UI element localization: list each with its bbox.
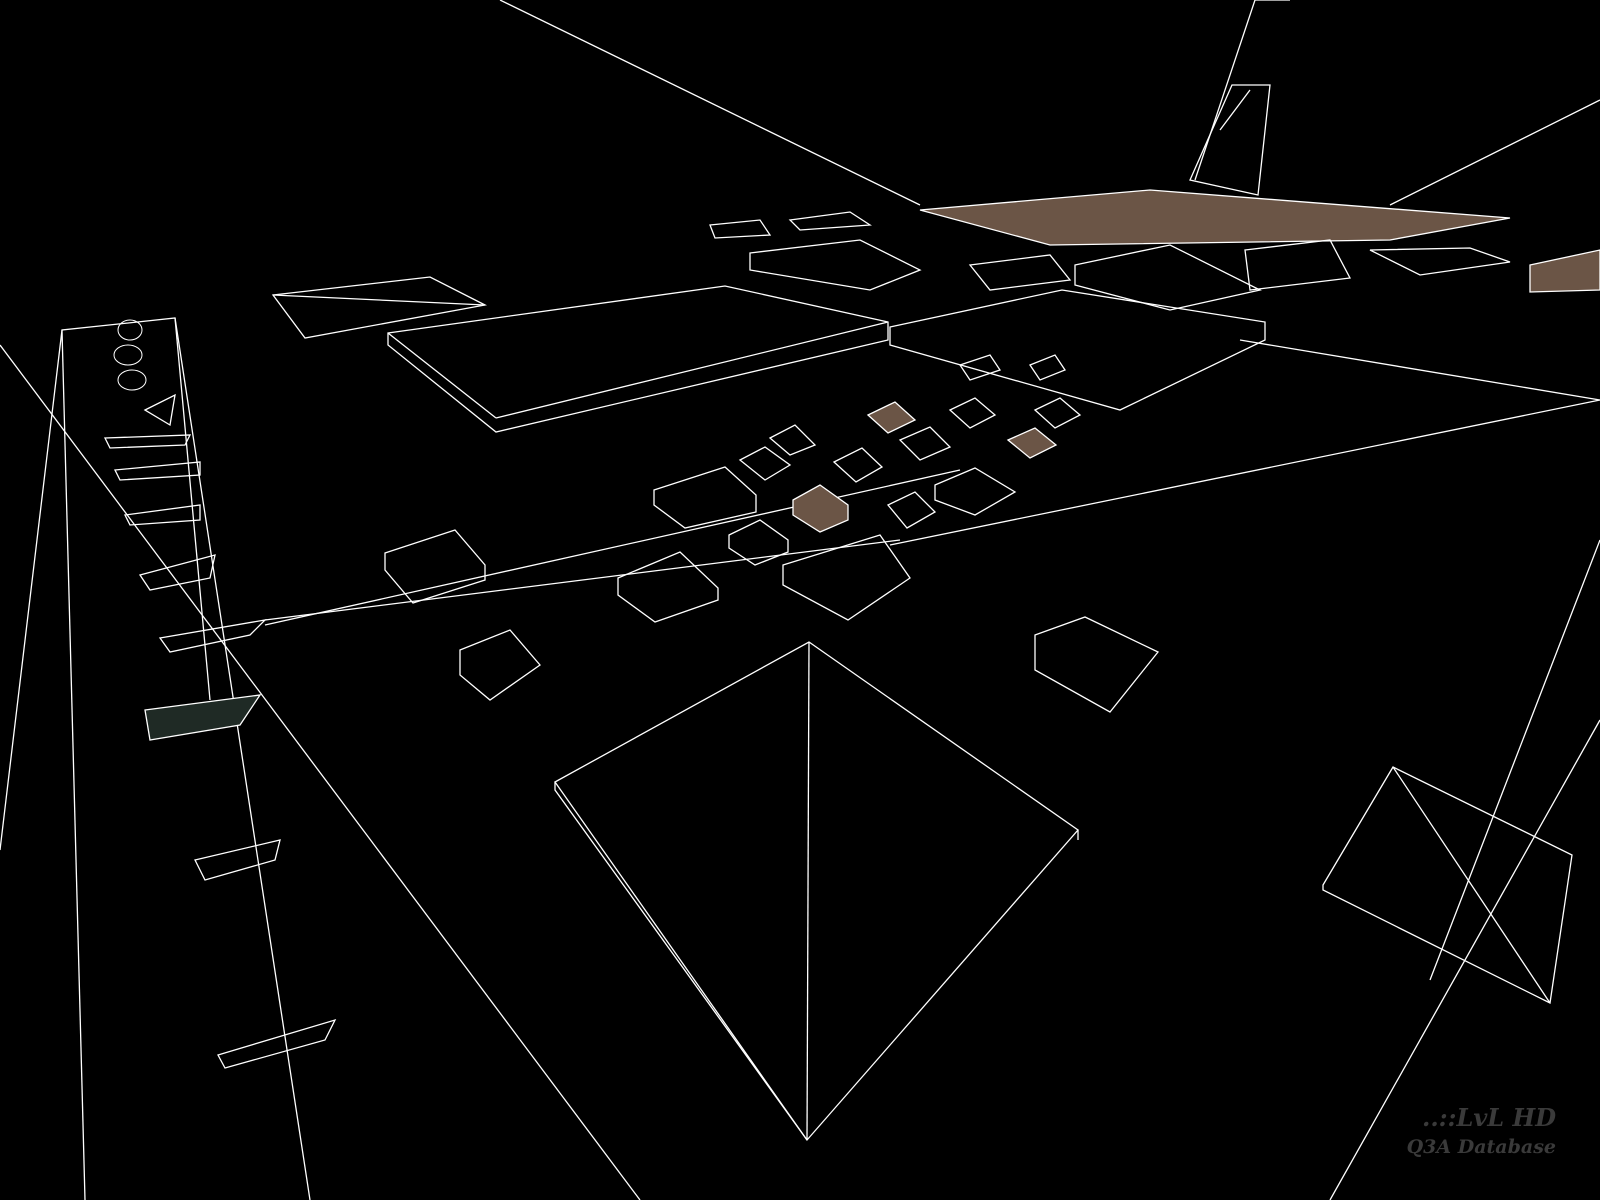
watermark-subtitle: Q3A Database — [1406, 1136, 1556, 1158]
pyramid — [554, 641, 1079, 1142]
far-structure — [709, 84, 1600, 311]
boxes — [384, 354, 1573, 1004]
watermark-title: ..::LvL HD — [1422, 1103, 1556, 1132]
items-column — [103, 319, 337, 1069]
